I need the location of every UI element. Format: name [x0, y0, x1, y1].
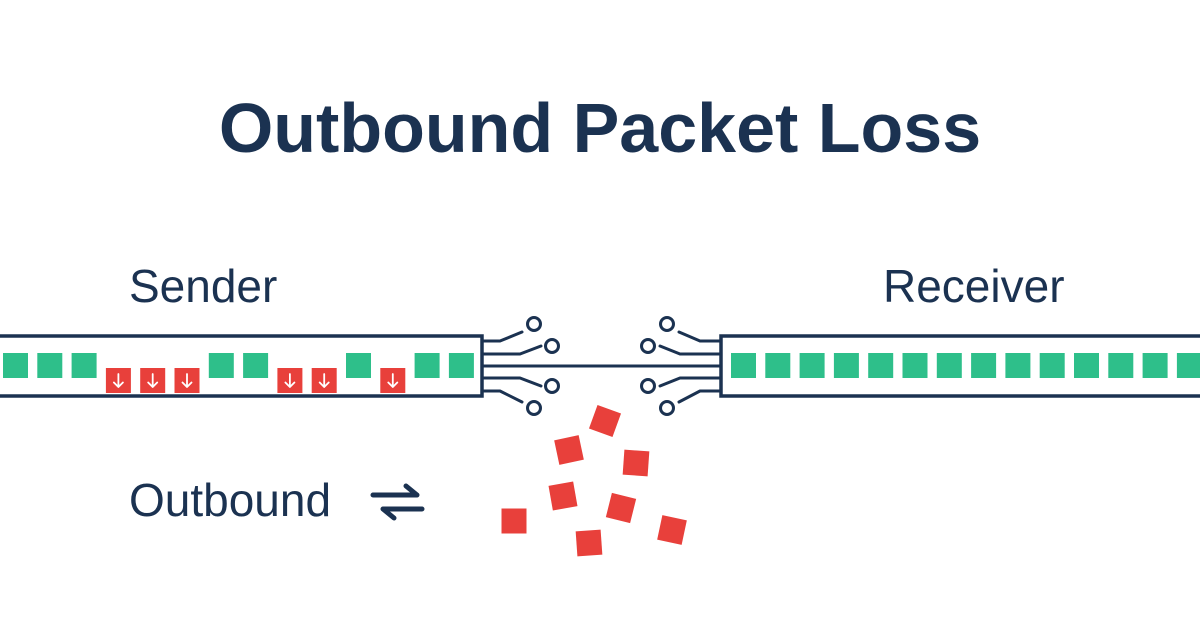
received-packet	[936, 353, 962, 378]
sender-packet-stream	[3, 353, 474, 393]
scattered-lost-packet	[588, 404, 622, 438]
delivered-packet	[346, 353, 371, 378]
down-arrow-icon	[181, 373, 193, 388]
received-packet	[833, 353, 859, 378]
down-arrow-icon	[318, 373, 330, 388]
received-packet	[1176, 353, 1200, 378]
delivered-packet	[71, 353, 97, 378]
receiver-label: Receiver	[883, 260, 1065, 312]
delivered-packet	[3, 353, 28, 378]
down-arrow-icon	[284, 373, 296, 388]
received-packet	[1108, 353, 1134, 378]
down-arrow-icon	[387, 373, 399, 388]
dropped-packet	[380, 368, 406, 393]
sender-label: Sender	[129, 260, 277, 312]
dropped-packet	[311, 368, 337, 393]
received-packet	[1074, 353, 1099, 378]
dropped-packets-cluster	[501, 404, 687, 557]
received-packet	[799, 353, 825, 378]
received-packet	[1142, 353, 1168, 378]
received-packet	[1005, 353, 1031, 378]
receiver-connector-icon	[640, 316, 723, 416]
receiver-packet-stream	[731, 353, 1200, 378]
dropped-packet	[105, 368, 131, 393]
received-packet	[902, 353, 928, 378]
receiver-cable	[719, 334, 1200, 398]
delivered-packet	[414, 353, 440, 378]
scattered-lost-packet	[657, 515, 687, 545]
scattered-lost-packet	[554, 435, 584, 465]
received-packet	[765, 353, 791, 378]
received-packet	[731, 353, 756, 378]
received-packet	[971, 353, 997, 378]
delivered-packet	[243, 353, 269, 378]
delivered-packet	[208, 353, 234, 378]
sender-cable	[0, 334, 484, 398]
scattered-lost-packet	[548, 481, 578, 511]
dropped-packet	[140, 368, 166, 393]
dropped-packet	[174, 368, 200, 393]
received-packet	[1039, 353, 1065, 378]
dropped-packet	[277, 368, 303, 393]
scattered-lost-packet	[501, 508, 527, 534]
scattered-lost-packet	[622, 449, 650, 477]
scattered-lost-packet	[605, 492, 637, 524]
delivered-packet	[448, 353, 474, 378]
received-packet	[868, 353, 894, 378]
page-title: Outbound Packet Loss	[219, 89, 981, 167]
swap-arrows-icon	[370, 483, 425, 521]
down-arrow-icon	[147, 373, 159, 388]
direction-label: Outbound	[129, 474, 331, 526]
down-arrow-icon	[113, 373, 124, 388]
sender-connector-icon	[480, 316, 722, 416]
delivered-packet	[37, 353, 63, 378]
scattered-lost-packet	[575, 529, 603, 557]
